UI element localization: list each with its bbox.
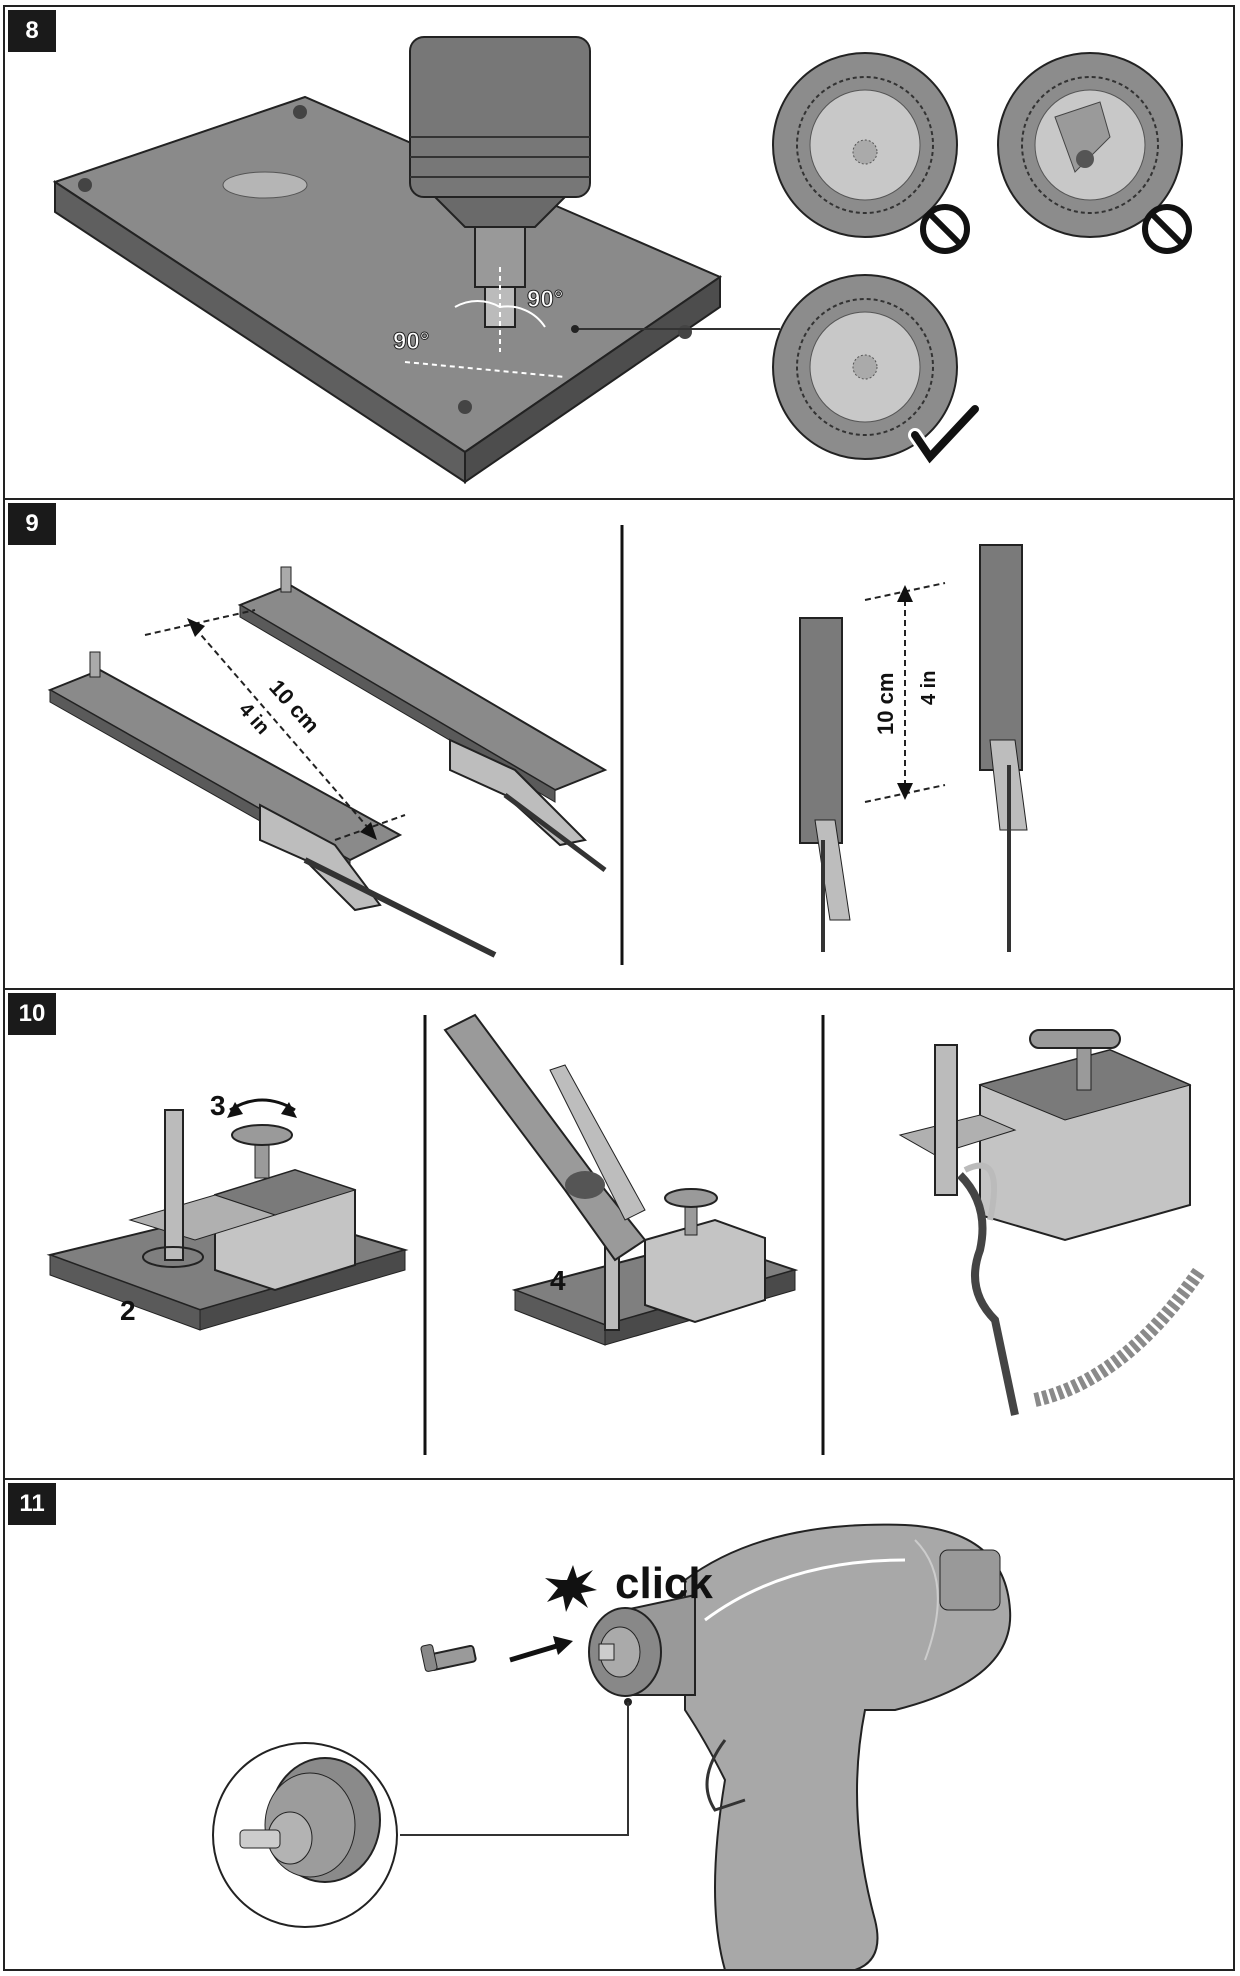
checkmark-icon [908,402,982,469]
weld-detail-incorrect-1 [772,52,958,238]
burst-icon [545,1565,597,1612]
stud-insertion-illustration: click [212,1523,1012,1969]
ground-clamp [259,803,497,958]
step-panel-8: 8 90° 90° [3,5,1235,500]
vertical-strip-1 [799,617,851,952]
leader-line [400,1702,629,1836]
clamp-on-stud-assembly [443,1013,799,1346]
distance-imperial: 4 in [918,671,940,705]
prohibited-icon [920,204,970,254]
step-label-tighten: 2 [120,1295,136,1326]
step-number-badge: 10 [8,993,56,1035]
step-number-badge: 11 [8,1483,56,1525]
weld-detail-correct [772,274,958,460]
horizontal-strip-1 [47,651,403,873]
stud-welding-gun [588,1523,1012,1969]
stud-spacing-illustration: 10 cm 4 in 10 cm 4 in [47,525,1028,965]
distance-metric: 10 cm [873,673,898,735]
base-plate [52,95,723,484]
magnetic-base-assembly [46,1109,409,1331]
dimension-line [144,609,406,841]
step-label-rotate: 3 [210,1090,226,1121]
horizontal-strip-2 [237,566,608,803]
weld-detail-incorrect-2 [997,52,1183,238]
step-panel-10: 10 3 2 [3,988,1235,1480]
ground-clamp [449,738,607,872]
rotation-arrows [227,1098,297,1118]
angle-label-left: 90° [393,328,429,355]
welding-stud [420,1644,477,1672]
angle-indicator [404,267,566,378]
stud-welder-chuck [409,36,591,328]
ground-cable-assembly [898,1029,1206,1416]
vertical-strip-2 [979,544,1028,952]
step-label-attach: 4 [550,1265,566,1296]
distance-imperial: 4 in [234,699,273,739]
click-sound-label: click [615,1559,713,1608]
step-number-badge: 9 [8,503,56,545]
dimension-line [864,582,946,803]
insert-arrow [509,1636,573,1663]
welding-plate-illustration: 90° 90° [52,36,1192,484]
distance-metric: 10 cm [264,675,324,738]
step-number-badge: 8 [8,10,56,52]
step-panel-11: 11 click [3,1478,1235,1971]
angle-label-right: 90° [527,286,563,313]
prohibited-icon [1142,204,1192,254]
step-panel-9: 9 10 cm 4 in [3,498,1235,990]
magnet-holder-illustration: 3 2 4 [46,1013,1206,1455]
collet-detail-magnifier [212,1742,398,1928]
